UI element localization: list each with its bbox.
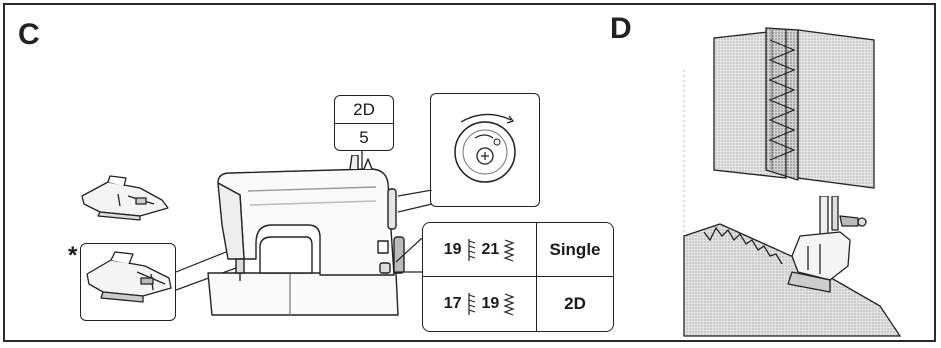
pattern-display-bottom: 5	[335, 123, 393, 151]
stitch-number: 19	[444, 241, 462, 259]
fabric-seam-illustration	[706, 20, 882, 192]
overcast-stitching-illustration	[680, 196, 920, 340]
pattern-display-badge: 2D 5	[334, 95, 394, 151]
presser-foot-icon	[78, 174, 174, 224]
stitch-mode-single: Single	[537, 223, 613, 277]
straight-stitch-icon	[467, 238, 477, 262]
sewing-machine-illustration	[200, 155, 415, 335]
presser-foot-note: *	[68, 242, 77, 270]
table-pointer	[396, 238, 424, 278]
stitch-number: 21	[482, 241, 500, 259]
overcast-foot-icon	[81, 244, 175, 320]
stitch-table-row-2-numbers: 17 19	[423, 277, 537, 331]
straight-stitch-icon	[467, 292, 477, 316]
tension-dial-callout	[430, 93, 540, 207]
stitch-mode-2d: 2D	[537, 277, 613, 331]
zigzag-stitch-icon	[503, 238, 515, 262]
stitch-table: 19 21 Single 17 19 2D	[422, 222, 614, 332]
zigzag-stitch-icon	[503, 292, 515, 316]
badge-pointer	[352, 150, 372, 172]
stitch-table-row-1-numbers: 19 21	[423, 223, 537, 277]
stitch-number: 19	[482, 295, 500, 313]
tension-dial-icon	[431, 94, 539, 206]
pattern-display-top: 2D	[335, 96, 393, 123]
stitch-number: 17	[444, 295, 462, 313]
presser-foot-callout	[80, 243, 176, 321]
